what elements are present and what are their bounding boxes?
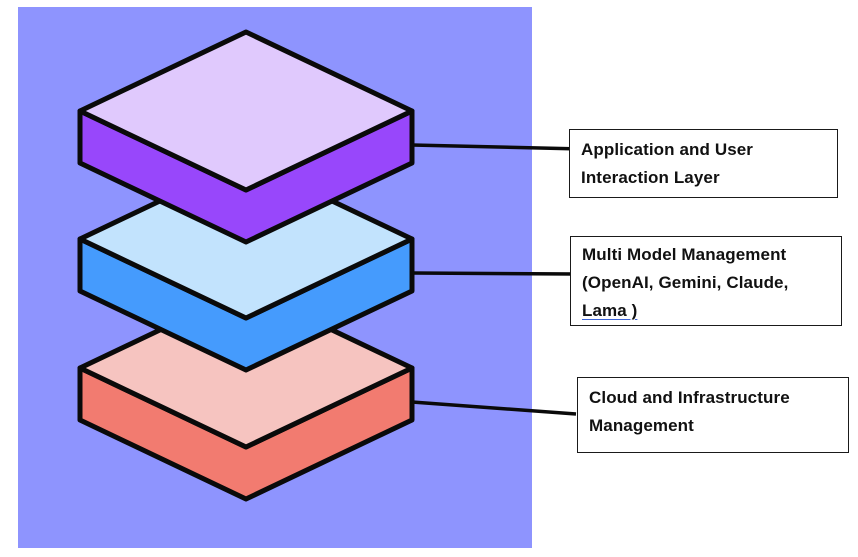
layer-top-face bbox=[77, 29, 415, 193]
label-text-line: Management bbox=[589, 416, 694, 435]
label-text-line: Application and User bbox=[581, 140, 754, 159]
label-text-line: (OpenAI, Gemini, Claude, bbox=[582, 273, 789, 292]
label-box-multi-model-management: Multi Model Management (OpenAI, Gemini, … bbox=[570, 236, 842, 326]
layer-slab-application bbox=[77, 29, 415, 245]
label-text-line: Multi Model Management bbox=[582, 245, 787, 264]
connector-line-application bbox=[411, 143, 583, 151]
label-text-line: Interaction Layer bbox=[581, 168, 720, 187]
label-box-cloud-infrastructure: Cloud and Infrastructure Management bbox=[577, 377, 849, 453]
label-text-line: Lama ) bbox=[582, 301, 638, 320]
connector-line-cloud bbox=[411, 400, 577, 416]
label-box-application-layer: Application and User Interaction Layer bbox=[569, 129, 838, 198]
connectors-group bbox=[411, 143, 583, 416]
layers-group bbox=[77, 29, 415, 502]
connector-line-multi-model bbox=[411, 271, 576, 276]
label-text-line: Cloud and Infrastructure bbox=[589, 388, 790, 407]
